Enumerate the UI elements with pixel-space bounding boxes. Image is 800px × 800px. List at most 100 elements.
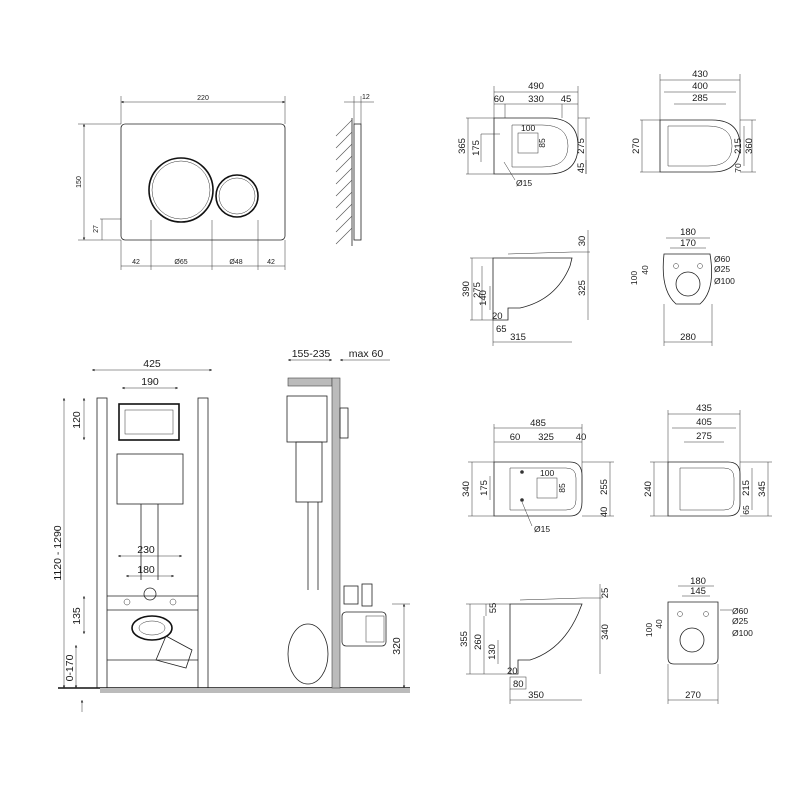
flush-opening: [118, 403, 180, 441]
dim-340-side: 340: [600, 624, 611, 640]
dim-85-sq: 85: [557, 483, 567, 493]
dim-255: 255: [599, 479, 610, 495]
dim-340: 340: [461, 481, 472, 497]
flush-plate-outline: [120, 123, 286, 241]
dim-270-sq: 270: [685, 690, 701, 701]
dim-d25-sq: Ø25: [732, 616, 748, 626]
dim-365: 365: [457, 138, 468, 154]
dim-485: 485: [530, 418, 546, 429]
round-bowl-outlet: [517, 132, 539, 154]
dim-100: 100: [521, 123, 535, 133]
square-bowl-back-outline: [667, 601, 719, 665]
side-cistern: [295, 441, 323, 503]
installation-frame-front: 425 190 120 1120 - 1290 230 180 135 0-17…: [52, 358, 410, 712]
dim-170: 170: [680, 238, 696, 249]
drain-elbow: [287, 623, 329, 685]
dim-45: 45: [561, 94, 572, 105]
flush-plate-profile: [353, 123, 362, 241]
dim-325-sq: 325: [538, 432, 554, 443]
small-flush-button-inner: [218, 177, 256, 215]
dim-25: 25: [600, 588, 611, 599]
dim-d60-sq: Ø60: [732, 606, 748, 616]
square-seat-outline: [667, 461, 741, 517]
dim-40-sq: 40: [576, 432, 587, 443]
dim-240: 240: [643, 481, 654, 497]
dim-355: 355: [459, 631, 470, 647]
dim-390: 390: [461, 281, 472, 297]
frame-left-post: [96, 397, 108, 689]
dim-40-sq-back: 40: [654, 619, 664, 629]
dim-max-60: max 60: [349, 348, 384, 360]
dim-430: 430: [692, 69, 708, 80]
dim-button-offset: 27: [93, 225, 100, 233]
dim-400: 400: [692, 81, 708, 92]
outlet-circle: [675, 271, 701, 297]
dim-130: 130: [487, 644, 498, 660]
dim-145: 145: [690, 586, 706, 597]
dim-hole-sq: Ø15: [534, 524, 550, 534]
dim-100-sq: 100: [540, 468, 554, 478]
dim-135: 135: [71, 607, 83, 625]
large-flush-button-inner: [151, 160, 211, 220]
square-seat-top-view: 435 405 275 240 215 345 65: [643, 403, 772, 517]
square-outlet-circle: [679, 627, 705, 653]
square-bowl-side-view: 355 55 260 130 25 340 20 80 350: [459, 584, 611, 704]
dim-70: 70: [733, 163, 743, 173]
dim-360: 360: [744, 138, 755, 154]
dim-270: 270: [631, 138, 642, 154]
dim-275-side: 275: [472, 282, 483, 298]
dim-20: 20: [492, 311, 503, 322]
dim-175-sq: 175: [479, 480, 490, 496]
dim-320: 320: [391, 637, 403, 655]
dim-260: 260: [473, 634, 484, 650]
round-bowl-top-view: 490 60 330 45 365 175 100 85 275 45 Ø15: [457, 81, 590, 188]
dim-large-button: Ø65: [174, 259, 187, 266]
small-flush-button: [215, 174, 259, 218]
flush-plate-front-view: 220 150 27 42 Ø65 Ø48 42: [76, 95, 286, 270]
flush-plate-side-view: 12: [335, 94, 374, 246]
dim-flush-opening-width: 190: [141, 376, 159, 388]
dim-65-seat: 65: [741, 505, 751, 515]
dim-d100-sq: Ø100: [732, 628, 753, 638]
dim-hole: Ø15: [516, 178, 532, 188]
dim-345: 345: [757, 481, 768, 497]
dim-215-sq: 215: [741, 480, 752, 496]
drain-connector: [131, 615, 173, 641]
side-cistern-top: [286, 395, 328, 443]
installation-frame-side: 155-235 max 60 320: [286, 348, 410, 689]
dim-0-170: 0-170: [64, 654, 76, 681]
round-bowl-side-outline: [492, 257, 573, 321]
dim-435: 435: [696, 403, 712, 414]
square-bowl-outline: [493, 461, 583, 517]
dim-275: 275: [576, 138, 587, 154]
round-seat-top-view: 430 400 285 270 215 360 70: [631, 69, 756, 173]
dim-405: 405: [696, 417, 712, 428]
dim-40b-sq: 40: [599, 507, 610, 518]
round-seat-outline: [659, 119, 741, 173]
dim-small-button: Ø48: [229, 259, 242, 266]
dim-315: 315: [510, 332, 526, 343]
round-bowl-back-view: 180 170 100 40 Ø60 Ø25 Ø100 280: [629, 227, 735, 346]
dim-right-margin: 42: [267, 259, 275, 266]
dim-325: 325: [577, 280, 588, 296]
dim-230: 230: [137, 544, 155, 556]
dim-45b: 45: [576, 163, 587, 174]
dim-140: 140: [478, 290, 489, 306]
dim-plate-width: 220: [197, 95, 209, 102]
dim-180-sq: 180: [690, 576, 706, 587]
dim-350: 350: [528, 690, 544, 701]
dim-d60: Ø60: [714, 254, 730, 264]
dim-85: 85: [537, 138, 547, 148]
dim-d100: Ø100: [714, 276, 735, 286]
dim-20-sq: 20: [507, 666, 518, 677]
dim-275-seat: 275: [696, 431, 712, 442]
square-bowl-outlet: [536, 477, 558, 499]
dim-280: 280: [680, 332, 696, 343]
round-bowl-side-view: 390 275 140 30 325 20 65 315: [461, 230, 590, 346]
dim-plate-depth: 12: [362, 94, 370, 101]
dim-30: 30: [577, 236, 588, 247]
dim-100-sq-back: 100: [644, 623, 654, 637]
dim-round-length: 490: [528, 81, 544, 92]
